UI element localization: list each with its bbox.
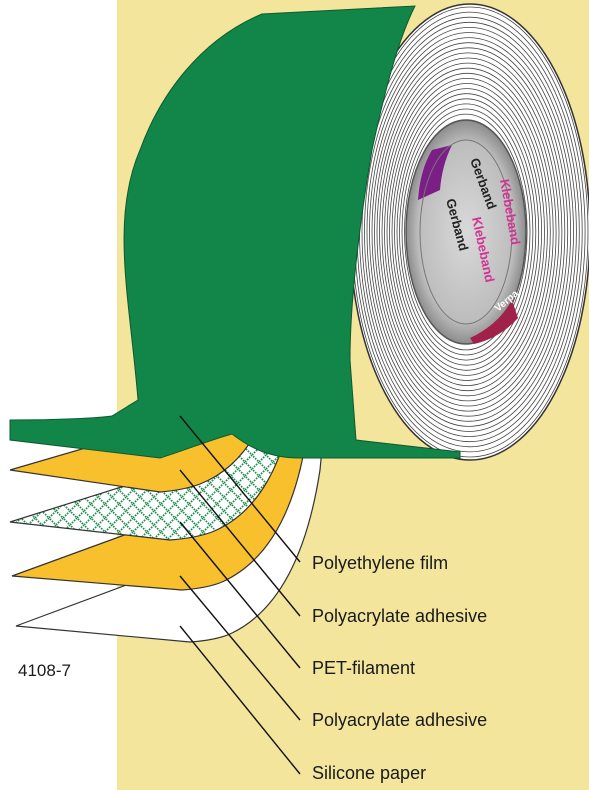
label-polyethylene-film: Polyethylene film xyxy=(312,554,448,572)
label-polyacrylate-adhesive-2: Polyacrylate adhesive xyxy=(312,711,487,729)
label-silicone-paper: Silicone paper xyxy=(312,764,426,782)
label-pet-filament: PET-filament xyxy=(312,659,415,677)
label-polyacrylate-adhesive-1: Polyacrylate adhesive xyxy=(312,607,487,625)
diagram-code: 4108-7 xyxy=(18,662,71,679)
